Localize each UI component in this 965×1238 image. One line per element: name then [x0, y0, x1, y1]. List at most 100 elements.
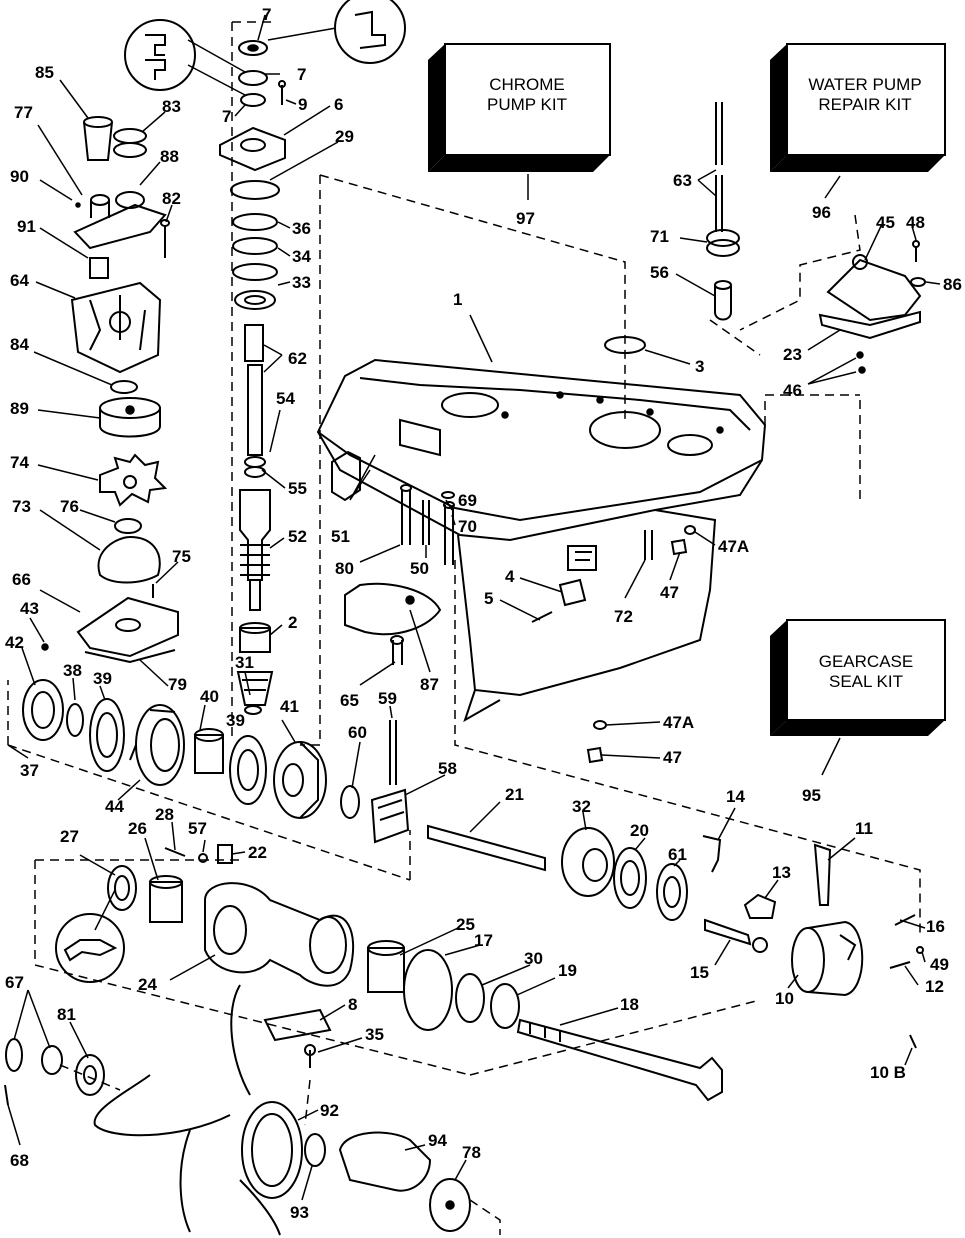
- callout-37: 37: [20, 761, 39, 780]
- kit-number-97: 97: [516, 209, 535, 228]
- callout-44: 44: [105, 797, 124, 816]
- callout-47A-a: 47A: [718, 537, 749, 556]
- kit-number-95: 95: [802, 786, 821, 805]
- callout-40: 40: [200, 687, 219, 706]
- water-pump-repair-kit-box: WATER PUMP REPAIR KIT: [770, 43, 946, 172]
- callout-76: 76: [60, 497, 79, 516]
- callout-85: 85: [35, 63, 54, 82]
- callout-84: 84: [10, 335, 29, 354]
- callout-11: 11: [855, 819, 873, 838]
- callout-13: 13: [772, 863, 791, 882]
- callout-8: 8: [348, 995, 357, 1014]
- callout-15: 15: [690, 963, 709, 982]
- callout-7b: 7: [297, 65, 306, 84]
- callout-42: 42: [5, 633, 24, 652]
- upper-right-parts: [604, 102, 926, 374]
- callout-33: 33: [292, 273, 311, 292]
- callout-55: 55: [288, 479, 307, 498]
- callout-70: 70: [458, 517, 477, 536]
- callout-7c: 7: [222, 107, 231, 126]
- callout-77: 77: [14, 103, 33, 122]
- callout-49: 49: [930, 955, 949, 974]
- callout-75: 75: [172, 547, 191, 566]
- driveshaft-parts: [219, 40, 286, 715]
- callout-28: 28: [155, 805, 174, 824]
- callout-36: 36: [292, 219, 311, 238]
- callout-45: 45: [876, 213, 895, 232]
- center-parts: [331, 450, 696, 764]
- callout-83: 83: [162, 97, 181, 116]
- water-pump-kit-line2: REPAIR KIT: [818, 95, 911, 114]
- callout-39a: 39: [93, 669, 112, 688]
- callout-43: 43: [20, 599, 39, 618]
- callout-35: 35: [365, 1025, 384, 1044]
- callout-79: 79: [168, 675, 187, 694]
- water-pump-kit-line1: WATER PUMP: [808, 75, 921, 94]
- callout-7a: 7: [262, 5, 271, 24]
- leader-lines: [7, 14, 941, 1201]
- callout-88: 88: [160, 147, 179, 166]
- kit-number-96: 96: [812, 203, 831, 222]
- callout-62: 62: [288, 349, 307, 368]
- callout-38: 38: [63, 661, 82, 680]
- gearcase-housing: [316, 358, 767, 723]
- callout-23: 23: [783, 345, 802, 364]
- water-pump-parts: [41, 116, 179, 664]
- callout-47b: 47: [663, 748, 682, 767]
- callout-57: 57: [188, 819, 207, 838]
- callout-20: 20: [630, 821, 649, 840]
- gearcase-seal-kit-box: GEARCASE SEAL KIT: [770, 619, 946, 736]
- callout-5: 5: [484, 589, 493, 608]
- callout-66: 66: [12, 570, 31, 589]
- callout-29: 29: [335, 127, 354, 146]
- callout-10: 10: [775, 989, 794, 1008]
- callout-26: 26: [128, 819, 147, 838]
- chrome-pump-kit-line2: PUMP KIT: [487, 95, 567, 114]
- callout-69: 69: [458, 491, 477, 510]
- callout-64: 64: [10, 271, 29, 290]
- callout-87: 87: [420, 675, 439, 694]
- callout-67: 67: [5, 973, 24, 992]
- callout-47A-b: 47A: [663, 713, 694, 732]
- callout-10b: 10 B: [870, 1063, 906, 1082]
- callout-80: 80: [335, 559, 354, 578]
- callout-21: 21: [505, 785, 524, 804]
- callout-82: 82: [162, 189, 181, 208]
- callout-9: 9: [298, 95, 307, 114]
- callout-63: 63: [673, 171, 692, 190]
- callout-27: 27: [60, 827, 79, 846]
- callout-48: 48: [906, 213, 925, 232]
- callout-30: 30: [524, 949, 543, 968]
- callout-56: 56: [650, 263, 669, 282]
- chrome-pump-kit-line1: CHROME: [489, 75, 565, 94]
- callout-24: 24: [138, 975, 157, 994]
- callout-71: 71: [650, 227, 669, 246]
- callout-74: 74: [10, 453, 29, 472]
- callout-labels: 85 83 77 90 88 82 91 64 84 89 74 76 73 7…: [5, 5, 962, 1222]
- callout-94: 94: [428, 1131, 447, 1150]
- callout-86: 86: [943, 275, 962, 294]
- lower-housing-parts: [4, 844, 723, 1236]
- callout-3: 3: [695, 357, 704, 376]
- callout-25: 25: [456, 915, 475, 934]
- callout-14: 14: [726, 787, 745, 806]
- callout-4: 4: [505, 567, 515, 586]
- callout-18: 18: [620, 995, 639, 1014]
- callout-39b: 39: [226, 711, 245, 730]
- callout-60: 60: [348, 723, 367, 742]
- callout-81: 81: [57, 1005, 76, 1024]
- callout-46: 46: [783, 381, 802, 400]
- callout-47a: 47: [660, 583, 679, 602]
- callout-68: 68: [10, 1151, 29, 1170]
- callout-19: 19: [558, 961, 577, 980]
- callout-65: 65: [340, 691, 359, 710]
- gearcase-seal-kit-line2: SEAL KIT: [829, 672, 903, 691]
- callout-1: 1: [453, 290, 462, 309]
- callout-2: 2: [288, 613, 297, 632]
- callout-41: 41: [280, 697, 299, 716]
- callout-61: 61: [668, 845, 687, 864]
- callout-16: 16: [926, 917, 945, 936]
- gearcase-seal-kit-line1: GEARCASE: [819, 652, 913, 671]
- callout-78: 78: [462, 1143, 481, 1162]
